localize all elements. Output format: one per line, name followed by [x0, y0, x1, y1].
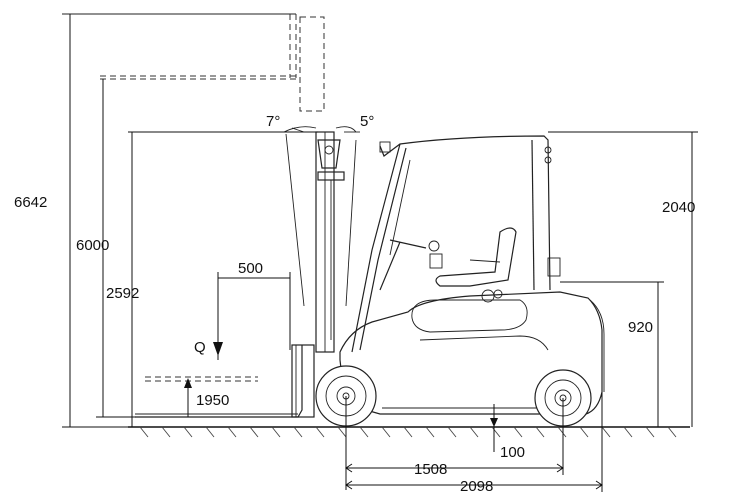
label-lift-height: 6000 [76, 237, 109, 254]
ground-hatch-mark [271, 426, 281, 438]
label-tilt-backward: 5° [360, 113, 374, 130]
dim-ground-clearance [490, 404, 498, 452]
dim-overall-height [62, 14, 130, 428]
ground-hatch-mark [667, 426, 677, 438]
label-seat-height: 920 [628, 319, 653, 336]
label-free-lift: 1950 [196, 392, 229, 409]
ground-hatch-mark [403, 426, 413, 438]
ground-hatch-mark [337, 426, 347, 438]
dim-lift-height [96, 79, 136, 418]
ground-line [128, 426, 690, 438]
dim-mast-height [128, 131, 318, 427]
label-wheelbase: 1508 [414, 461, 447, 478]
mast [300, 131, 360, 353]
dim-seat-height [560, 281, 664, 427]
label-load: Q [194, 339, 206, 356]
operator-seat [435, 227, 517, 303]
ground-hatch-mark [601, 426, 611, 438]
ground-hatch-mark [513, 426, 523, 438]
dim-load-centre [213, 272, 291, 360]
tilt-lines [283, 126, 357, 307]
overhead-guard [351, 135, 552, 353]
dim-wheelbase [345, 396, 564, 490]
dim-overall-length [345, 392, 603, 492]
fork-carriage [135, 344, 315, 418]
label-guard-height: 2040 [662, 199, 695, 216]
ground-hatch-mark [623, 426, 633, 438]
ground-hatch-mark [183, 426, 193, 438]
ground-hatch-mark [227, 426, 237, 438]
label-overall-length: 2098 [460, 478, 493, 495]
ground-hatch-mark [491, 426, 501, 438]
truck-chassis [339, 257, 605, 415]
label-mast-height: 2592 [106, 285, 139, 302]
ground-hatch-mark [161, 426, 171, 438]
ground-hatch-mark [469, 426, 479, 438]
ground-hatch-mark [205, 426, 215, 438]
ground-hatch-mark [447, 426, 457, 438]
ground-hatch-mark [535, 426, 545, 438]
label-ground-clearance: 100 [500, 444, 525, 461]
ground-hatch-mark [425, 426, 435, 438]
ground-hatch-mark [645, 426, 655, 438]
dim-free-lift [184, 378, 192, 417]
ground-hatch-mark [381, 426, 391, 438]
raised-carriage-outline [62, 13, 325, 112]
dim-guard-height [548, 131, 698, 427]
ground-hatch-mark [315, 426, 325, 438]
ground-hatch-mark [293, 426, 303, 438]
label-tilt-forward: 7° [266, 113, 280, 130]
ground-hatch-mark [557, 426, 567, 438]
label-load-centre: 500 [238, 260, 263, 277]
ground-hatching [139, 426, 677, 438]
ground-hatch-mark [359, 426, 369, 438]
ground-hatch-mark [139, 426, 149, 438]
label-overall-height: 6642 [14, 194, 47, 211]
ground-hatch-mark [249, 426, 259, 438]
ground-hatch-mark [579, 426, 589, 438]
steering-wheel [379, 239, 443, 291]
